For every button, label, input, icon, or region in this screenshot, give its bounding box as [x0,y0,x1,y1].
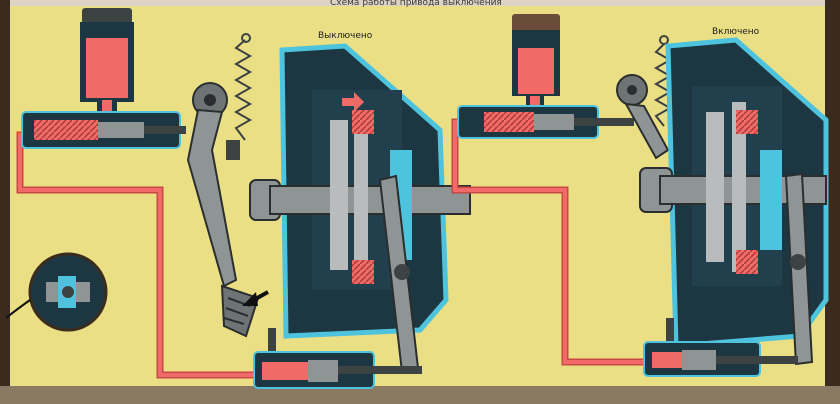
master-cylinder-icon [457,105,634,139]
top-strip [0,0,840,6]
state-label-engaged: Включено [712,27,760,37]
return-spring-icon [653,35,673,127]
release-fork-icon [784,172,814,366]
reservoir-icon [512,14,560,114]
clutch-pedal-icon [186,82,260,338]
left-frame-edge [0,0,10,404]
pedal-press-arrow-icon [242,290,269,306]
clutch-housing-icon [639,37,829,349]
slave-cylinder-icon [643,318,798,377]
hydraulic-line-fluid-engaged [453,120,648,364]
panel-engaged: Включено [451,14,829,377]
panel-disengaged: Выключено [5,8,471,389]
master-cylinder-icon [21,111,186,149]
slave-cylinder-icon [253,328,422,389]
reservoir-icon [80,8,134,118]
return-spring-icon [226,33,253,160]
clutch-pedal-icon [616,74,670,160]
right-frame-edge [825,0,840,404]
bottom-frame-edge [0,386,840,404]
state-label-disengaged: Выключено [318,31,373,41]
poster-header: Схема работы привода выключения [330,0,502,8]
detail-inset-icon [5,252,108,332]
direction-arrow-icon [342,92,364,112]
